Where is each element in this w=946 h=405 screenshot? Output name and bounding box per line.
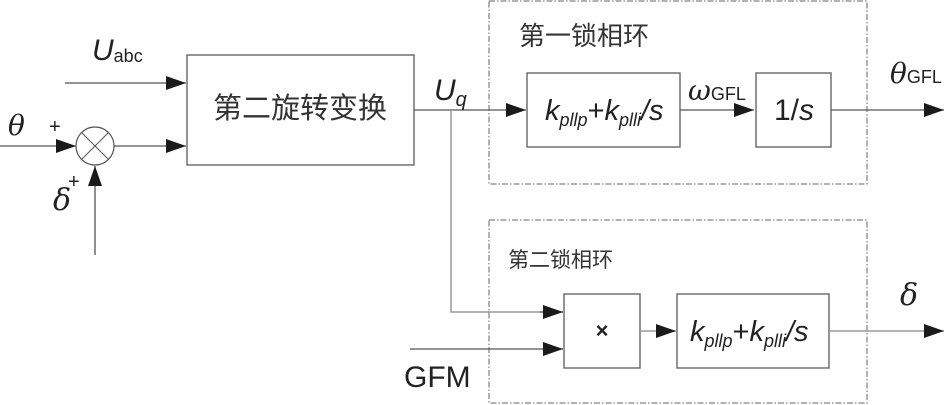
pll2-group-title: 第二锁相环 — [508, 248, 613, 272]
theta-plus-sign: + — [49, 116, 61, 138]
omega-gfl-label: ωGFL — [688, 74, 746, 107]
pll1-group-title: 第一锁相环 — [519, 22, 649, 52]
theta-gfl-label: θGFL — [890, 57, 942, 90]
delta-plus-sign: + — [68, 171, 80, 193]
pll1-group-frame — [488, 0, 868, 185]
uq-label: Uq — [434, 74, 467, 111]
u-abc-label: Uabc — [92, 34, 143, 67]
multiplier-symbol: × — [596, 318, 609, 343]
summing-junction — [75, 126, 115, 166]
rotation-transform-block — [186, 54, 415, 166]
theta-input-label: θ — [8, 109, 25, 142]
integrator-label: 1/s — [774, 94, 814, 127]
delta-input-label: δ — [53, 183, 71, 218]
gfm-label: GFM — [404, 361, 471, 394]
uq-branch-line — [450, 110, 563, 313]
integrator-block — [755, 72, 832, 148]
delta-output-label: δ — [900, 278, 918, 313]
pll1-pi-controller-label: kpllp+kplli/s — [545, 95, 664, 130]
pll2-group-frame — [488, 219, 868, 404]
rotation-transform-label: 第二旋转变换 — [213, 91, 387, 125]
pll2-pi-controller-label: kpllp+kplli/s — [690, 316, 809, 351]
